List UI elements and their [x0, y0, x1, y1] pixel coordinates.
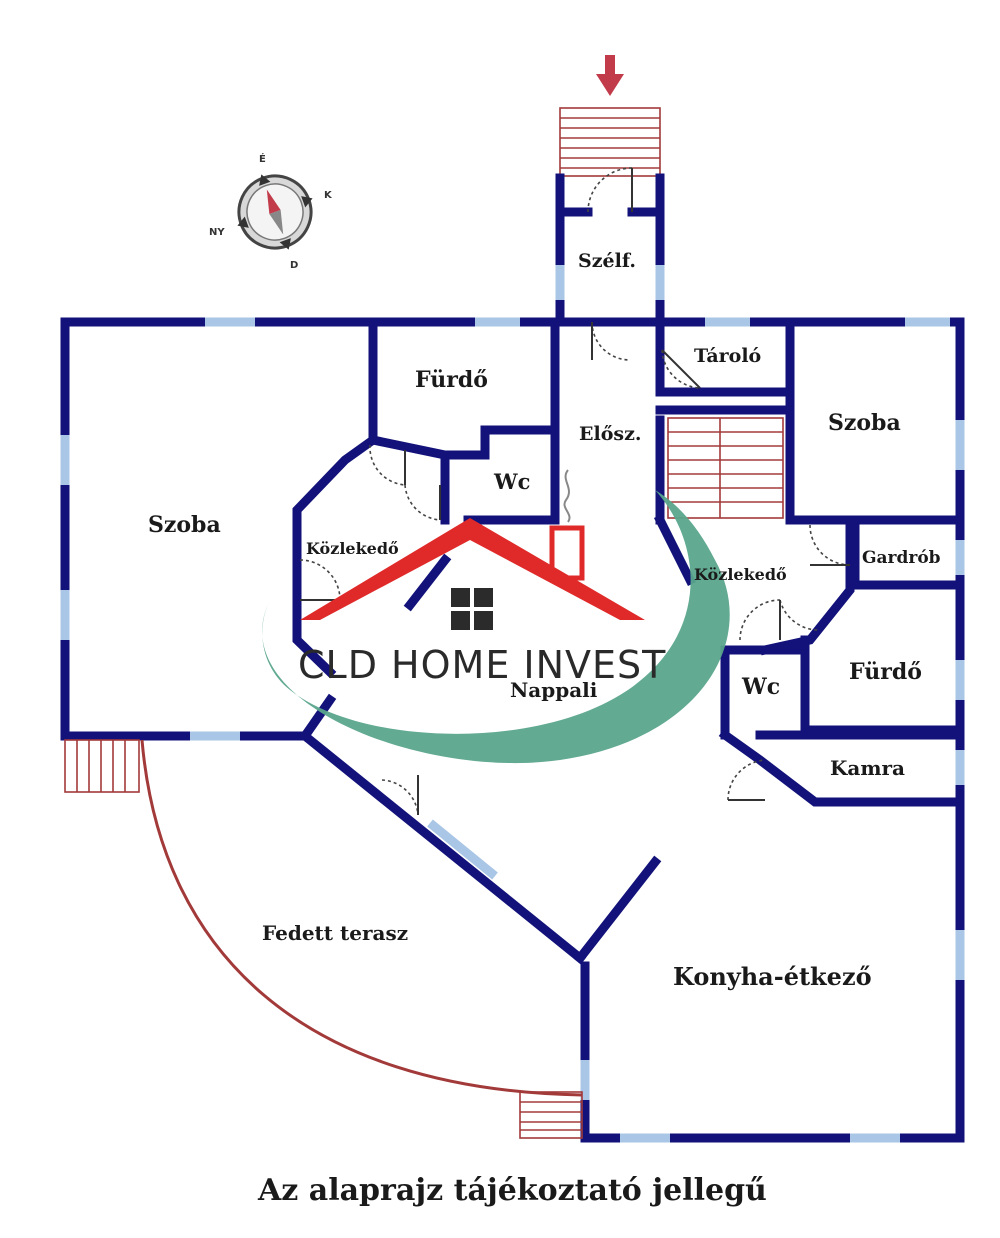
compass-icon	[237, 174, 313, 250]
compass-south-label: D	[290, 260, 298, 271]
room-label-szoba-left: Szoba	[148, 512, 221, 538]
room-label-wc-1: Wc	[493, 469, 530, 494]
compass-north-label: É	[259, 152, 266, 165]
room-label-tarolo: Tároló	[694, 345, 761, 367]
room-label-eloszoba: Elősz.	[579, 423, 641, 445]
room-label-kozlekedo-left: Közlekedő	[306, 539, 399, 558]
room-label-szelf: Szélf.	[578, 250, 636, 272]
room-label-szoba-right: Szoba	[828, 410, 901, 436]
plan-caption: Az alaprajz tájékoztató jellegű	[257, 1173, 767, 1208]
entrance-stairs	[559, 107, 661, 177]
windows	[60, 265, 965, 1143]
compass-west-label: NY	[209, 227, 225, 238]
terrace-outline	[140, 739, 583, 1097]
room-label-wc-2: Wc	[741, 674, 780, 700]
room-label-nappali: Nappali	[510, 678, 598, 702]
entrance-arrow-icon	[596, 55, 624, 96]
room-label-fedett-terasz: Fedett terasz	[262, 921, 408, 945]
terrace-stairs-left	[64, 739, 140, 793]
room-label-kozlekedo-right: Közlekedő	[694, 565, 787, 584]
room-label-konyha: Konyha-étkező	[673, 962, 872, 991]
room-label-kamra: Kamra	[830, 756, 905, 780]
room-label-gardrob: Gardrób	[862, 548, 941, 568]
compass-east-label: K	[324, 190, 333, 201]
interior-stairs	[667, 417, 784, 519]
doors	[299, 167, 851, 816]
cld-home-invest-logo: CLD HOME INVEST	[262, 469, 730, 764]
room-label-furdo-1: Fürdő	[415, 367, 488, 393]
terrace-stairs-bottom	[519, 1091, 583, 1139]
logo-text: CLD HOME INVEST	[298, 643, 666, 687]
room-label-furdo-2: Fürdő	[849, 659, 922, 685]
